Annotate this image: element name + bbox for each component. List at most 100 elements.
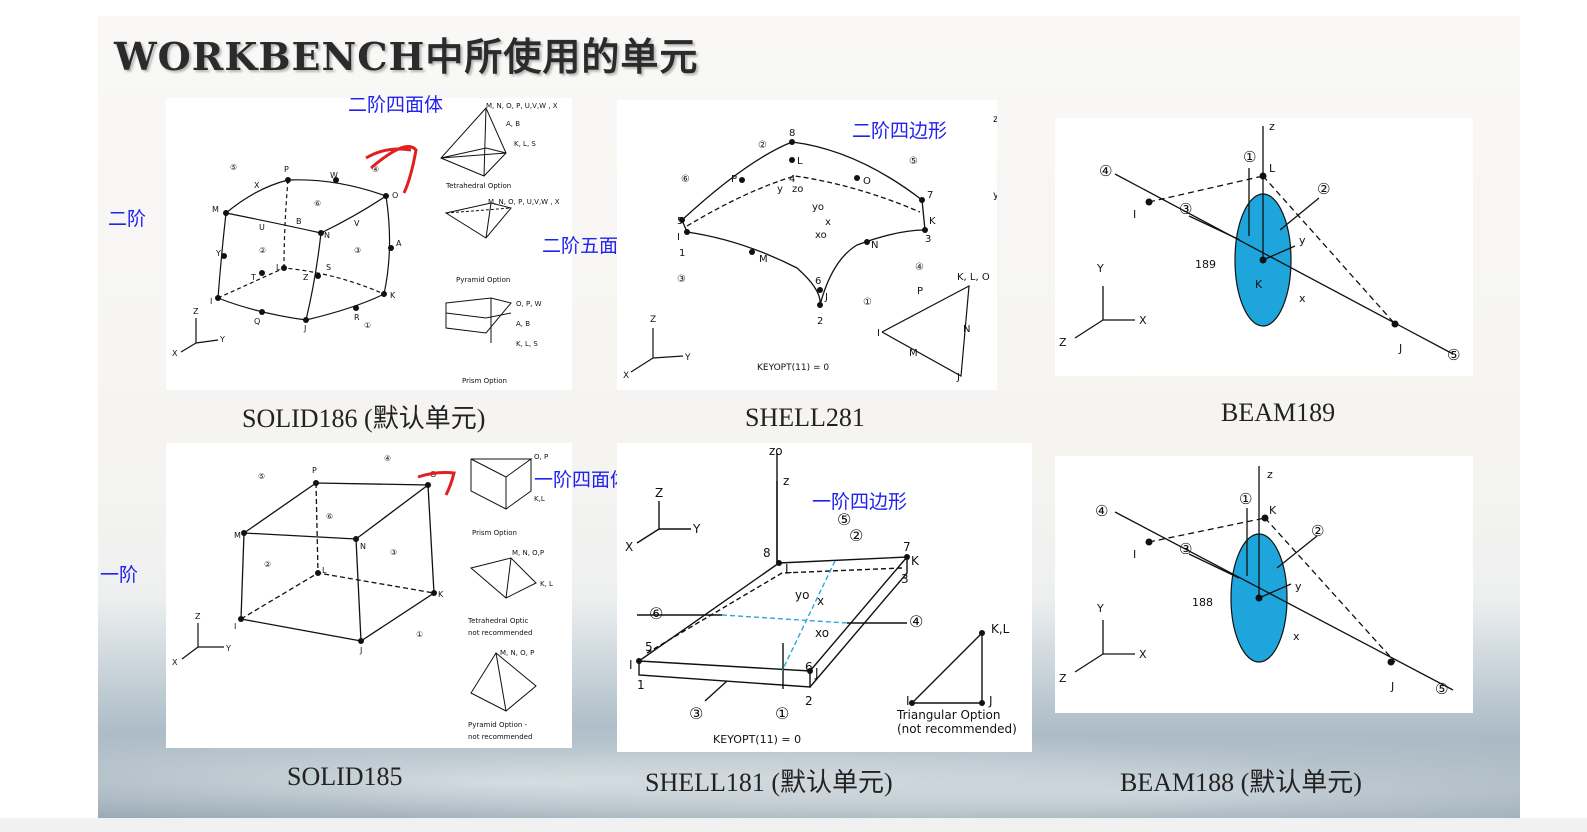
svg-text:W: W [330, 171, 338, 180]
node-group: K, L, S [514, 140, 536, 148]
svg-text:③: ③ [689, 704, 703, 723]
svg-text:P: P [312, 466, 317, 475]
svg-text:J: J [1398, 342, 1402, 355]
svg-text:X: X [254, 181, 260, 190]
svg-text:L: L [276, 263, 281, 272]
svg-text:2: 2 [817, 316, 823, 327]
svg-text:Y: Y [684, 353, 691, 363]
svg-text:⑤: ⑤ [909, 156, 918, 167]
beam189-number: 189 [1195, 258, 1216, 271]
svg-text:L: L [797, 156, 803, 167]
svg-text:③: ③ [1179, 540, 1192, 558]
svg-text:z: z [783, 474, 789, 488]
svg-text:③: ③ [1179, 200, 1192, 218]
option-label: not recommended [468, 629, 532, 637]
annotation-first-order-tet: 一阶四面体 [534, 469, 630, 491]
annotation-second-order-tet: 二阶四面体 [348, 94, 444, 116]
svg-text:L: L [1269, 162, 1276, 175]
beam188-number: 188 [1192, 596, 1213, 609]
svg-text:⑥: ⑥ [649, 604, 663, 623]
svg-text:Y: Y [1096, 262, 1104, 275]
svg-text:Y: Y [219, 335, 225, 344]
caption-beam189: BEAM189 [1221, 398, 1336, 427]
svg-text:M: M [212, 205, 219, 214]
svg-text:8: 8 [789, 128, 795, 139]
svg-text:J: J [956, 372, 960, 383]
svg-text:Z: Z [193, 307, 199, 316]
svg-text:M: M [759, 254, 768, 265]
svg-text:X: X [625, 540, 633, 554]
svg-text:6: 6 [805, 660, 813, 674]
svg-text:Q: Q [254, 317, 260, 326]
svg-text:Y: Y [1096, 602, 1104, 615]
svg-text:yo: yo [795, 588, 809, 602]
svg-text:z: z [1269, 120, 1275, 133]
svg-text:K: K [390, 291, 396, 300]
svg-text:I: I [877, 328, 880, 339]
svg-text:zo: zo [792, 184, 803, 195]
svg-text:U: U [259, 223, 265, 232]
svg-text:7: 7 [903, 540, 911, 554]
svg-text:y: y [777, 184, 783, 195]
svg-text:I: I [234, 622, 236, 631]
svg-text:z: z [1267, 468, 1273, 481]
annotation-second-order-pyramid: 二阶五面体 [542, 235, 638, 257]
svg-text:N: N [963, 324, 970, 335]
svg-text:②: ② [1311, 522, 1324, 540]
svg-text:①: ① [1243, 148, 1256, 166]
node-group: M, N, O,P [512, 549, 544, 557]
node-group: K, L, S [516, 340, 538, 348]
option-label: not recommended [468, 733, 532, 741]
svg-text:X: X [172, 658, 178, 667]
svg-text:B: B [296, 217, 302, 226]
node-group: M, N, O, P, U,V,W , X [488, 198, 560, 206]
svg-text:N: N [360, 542, 366, 551]
svg-text:5: 5 [677, 216, 683, 227]
svg-text:④: ④ [915, 262, 924, 273]
svg-text:Y: Y [215, 249, 221, 258]
keyopt-shell181: KEYOPT(11) = 0 [713, 733, 801, 746]
node-group: M, N, O, P [500, 649, 534, 657]
caption-shell181: SHELL181 (默认单元) [645, 768, 893, 797]
svg-text:V: V [354, 219, 360, 228]
svg-text:3: 3 [901, 572, 909, 586]
svg-text:M: M [234, 531, 241, 540]
svg-text:Z: Z [195, 612, 201, 621]
node-group: M, N, O, P, U,V,W , X [486, 102, 558, 110]
svg-text:②: ② [758, 140, 767, 151]
option-label: Prism Option [472, 529, 517, 537]
svg-text:xo: xo [815, 626, 829, 640]
svg-text:z: z [993, 114, 997, 125]
svg-text:①: ① [775, 704, 789, 723]
svg-text:J: J [359, 646, 362, 655]
svg-text:S: S [326, 263, 331, 272]
node-group: A, B [506, 120, 520, 128]
svg-text:T: T [250, 273, 256, 282]
svg-text:L: L [322, 566, 327, 575]
svg-text:xo: xo [815, 230, 827, 241]
svg-text:⑤: ⑤ [1435, 680, 1448, 698]
caption-solid186: SOLID186 (默认单元) [242, 404, 486, 433]
svg-text:Z: Z [303, 273, 309, 282]
option-label: Tetrahedral Optic [467, 617, 528, 625]
svg-text:②: ② [259, 246, 266, 255]
svg-text:Z: Z [1059, 672, 1067, 685]
svg-text:X: X [172, 349, 178, 358]
page-title: WORKBENCH中所使用的单元 [114, 34, 699, 79]
svg-text:O: O [392, 191, 398, 200]
svg-text:J: J [814, 666, 819, 680]
svg-text:I: I [1133, 548, 1136, 561]
svg-text:A: A [396, 239, 402, 248]
svg-text:5: 5 [645, 640, 653, 654]
svg-text:Y: Y [692, 522, 701, 536]
bottom-bar [0, 818, 1587, 832]
svg-text:Z: Z [1059, 336, 1067, 349]
svg-text:⑥: ⑥ [681, 174, 690, 185]
caption-shell281: SHELL281 [745, 403, 865, 432]
svg-text:K: K [929, 216, 936, 227]
svg-text:N: N [324, 231, 330, 240]
